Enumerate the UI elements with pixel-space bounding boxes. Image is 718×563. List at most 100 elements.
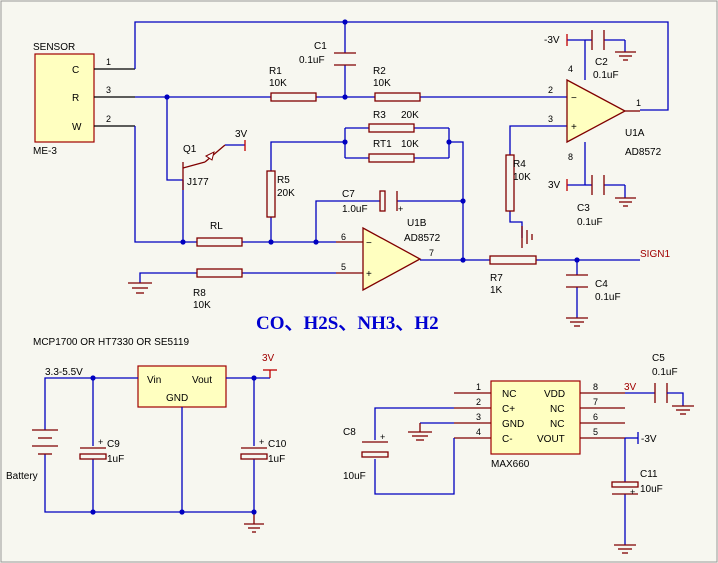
r7-ref: R7: [490, 273, 503, 284]
max660-num-6: 6: [593, 412, 598, 422]
u1a-pin-1: 1: [636, 98, 641, 108]
max660-pin-nc6: NC: [550, 419, 564, 430]
max660-pin-nc1: NC: [502, 389, 516, 400]
resistor-r4: R4 10K: [505, 154, 531, 212]
max660-num-5: 5: [593, 427, 598, 437]
c3-value: 0.1uF: [577, 217, 603, 228]
u1b-pin-6: 6: [341, 232, 346, 242]
resistor-r1: R1 10K: [269, 66, 317, 102]
capacitor-c5: C5 0.1uF: [652, 353, 694, 415]
max660-pin-gnd: GND: [502, 419, 524, 430]
regulator-output-3v: 3V: [262, 353, 275, 364]
max660-num-2: 2: [476, 397, 481, 407]
max660-num-8: 8: [593, 382, 598, 392]
r8-value: 10K: [193, 300, 211, 311]
u1a-minus-icon: −: [571, 93, 577, 104]
c4-value: 0.1uF: [595, 292, 621, 303]
sensor-pin-num-1: 1: [106, 57, 111, 67]
rails-top: -3V 3V SIGN1: [544, 34, 670, 260]
resistor-r3: R3 20K: [368, 110, 419, 133]
junction-dots: [164, 19, 580, 263]
capacitor-c8: + C8 10uF: [343, 427, 389, 482]
u1b-minus-icon: −: [366, 238, 372, 249]
sensor-pin-num-3: 3: [106, 85, 111, 95]
capacitor-c4: C4 0.1uF: [566, 274, 621, 303]
c7-plus-icon: +: [398, 204, 403, 214]
opamp-u1a: − + 2 3 1 4 8 U1A AD8572: [548, 64, 662, 162]
max660-pin-vout: VOUT: [537, 434, 565, 445]
c10-ref: C10: [268, 439, 287, 450]
c4-ref: C4: [595, 279, 608, 290]
c8-plus-icon: +: [380, 432, 385, 442]
c2-ref: C2: [595, 57, 608, 68]
capacitor-c10: + C10 1uF: [240, 437, 287, 465]
u1a-pin-2: 2: [548, 85, 553, 95]
u1a-part: AD8572: [625, 147, 662, 158]
r4-ref: R4: [513, 159, 526, 170]
max660-pin-vdd: VDD: [544, 389, 565, 400]
c8-value: 10uF: [343, 471, 366, 482]
capacitor-c2: C2 0.1uF: [585, 30, 619, 81]
capacitor-c3: C3 0.1uF: [577, 175, 605, 228]
c11-plus-icon: +: [630, 487, 635, 497]
r3-ref: R3: [373, 110, 386, 121]
u1b-part: AD8572: [404, 233, 441, 244]
c10-value: 1uF: [268, 454, 285, 465]
r5-ref: R5: [277, 175, 290, 186]
r4-value: 10K: [513, 172, 531, 183]
regulator-vin: Vin: [147, 375, 161, 386]
c3-ref: C3: [577, 203, 590, 214]
r5-value: 20K: [277, 188, 295, 199]
capacitor-c7: C7 1.0uF +: [342, 189, 403, 215]
c7-ref: C7: [342, 189, 355, 200]
u1a-pin-8: 8: [568, 152, 573, 162]
resistor-r8: R8 10K: [193, 268, 243, 311]
rt1-value: 10K: [401, 139, 419, 150]
u1a-plus-icon: +: [571, 122, 577, 133]
c1-value: 0.1uF: [299, 55, 325, 66]
c2-value: 0.1uF: [593, 70, 619, 81]
regulator-vout: Vout: [192, 375, 212, 386]
sensor-pin-w: W: [72, 122, 82, 133]
r1-ref: R1: [269, 66, 282, 77]
c11-ref: C11: [640, 469, 658, 480]
wires: [134, 21, 669, 318]
u1b-ref: U1B: [407, 218, 427, 229]
c1-ref: C1: [314, 41, 327, 52]
resistor-r7: R7 1K: [489, 255, 537, 296]
capacitor-c9: + C9 1uF: [79, 437, 124, 465]
battery: Battery: [6, 429, 58, 482]
r7-value: 1K: [490, 285, 503, 296]
signal-sign1: SIGN1: [640, 249, 670, 260]
max660-num-3: 3: [476, 412, 481, 422]
u1a-pin-3: 3: [548, 114, 553, 124]
q1-ref: Q1: [183, 144, 197, 155]
max660-pin-nc7: NC: [550, 404, 564, 415]
max660-num-4: 4: [476, 427, 481, 437]
sensor-pin-num-2: 2: [106, 114, 111, 124]
rail-3v-u1a: 3V: [548, 180, 561, 191]
regulator-gnd: GND: [166, 393, 188, 404]
u1a-pin-4: 4: [568, 64, 573, 74]
c9-ref: C9: [107, 439, 120, 450]
thermistor-rt1: RT1 10K: [368, 139, 419, 163]
capacitor-c11: + C11 10uF: [611, 469, 663, 497]
regulator-input-range: 3.3-5.5V: [45, 367, 83, 378]
jfet-q1: Q1 J177 3V: [182, 129, 248, 190]
rail-neg3v: -3V: [544, 35, 560, 46]
capacitor-c1: C1 0.1uF: [299, 41, 356, 66]
c8-ref: C8: [343, 427, 356, 438]
q1-part: J177: [187, 177, 209, 188]
c9-plus-icon: +: [98, 437, 103, 447]
sensor-model: ME-3: [33, 146, 57, 157]
sensor-pin-r: R: [72, 93, 79, 104]
u1b-pin-7: 7: [429, 248, 434, 258]
max660-vout-neg3v: -3V: [641, 434, 657, 445]
resistor-rl: RL: [196, 221, 243, 247]
max660-vdd-3v: 3V: [624, 382, 637, 393]
max660-pin-cminus: C-: [502, 434, 513, 445]
max660-num-1: 1: [476, 382, 481, 392]
regulator-caption: MCP1700 OR HT7330 OR SE5119: [33, 337, 189, 348]
u1a-ref: U1A: [625, 128, 645, 139]
